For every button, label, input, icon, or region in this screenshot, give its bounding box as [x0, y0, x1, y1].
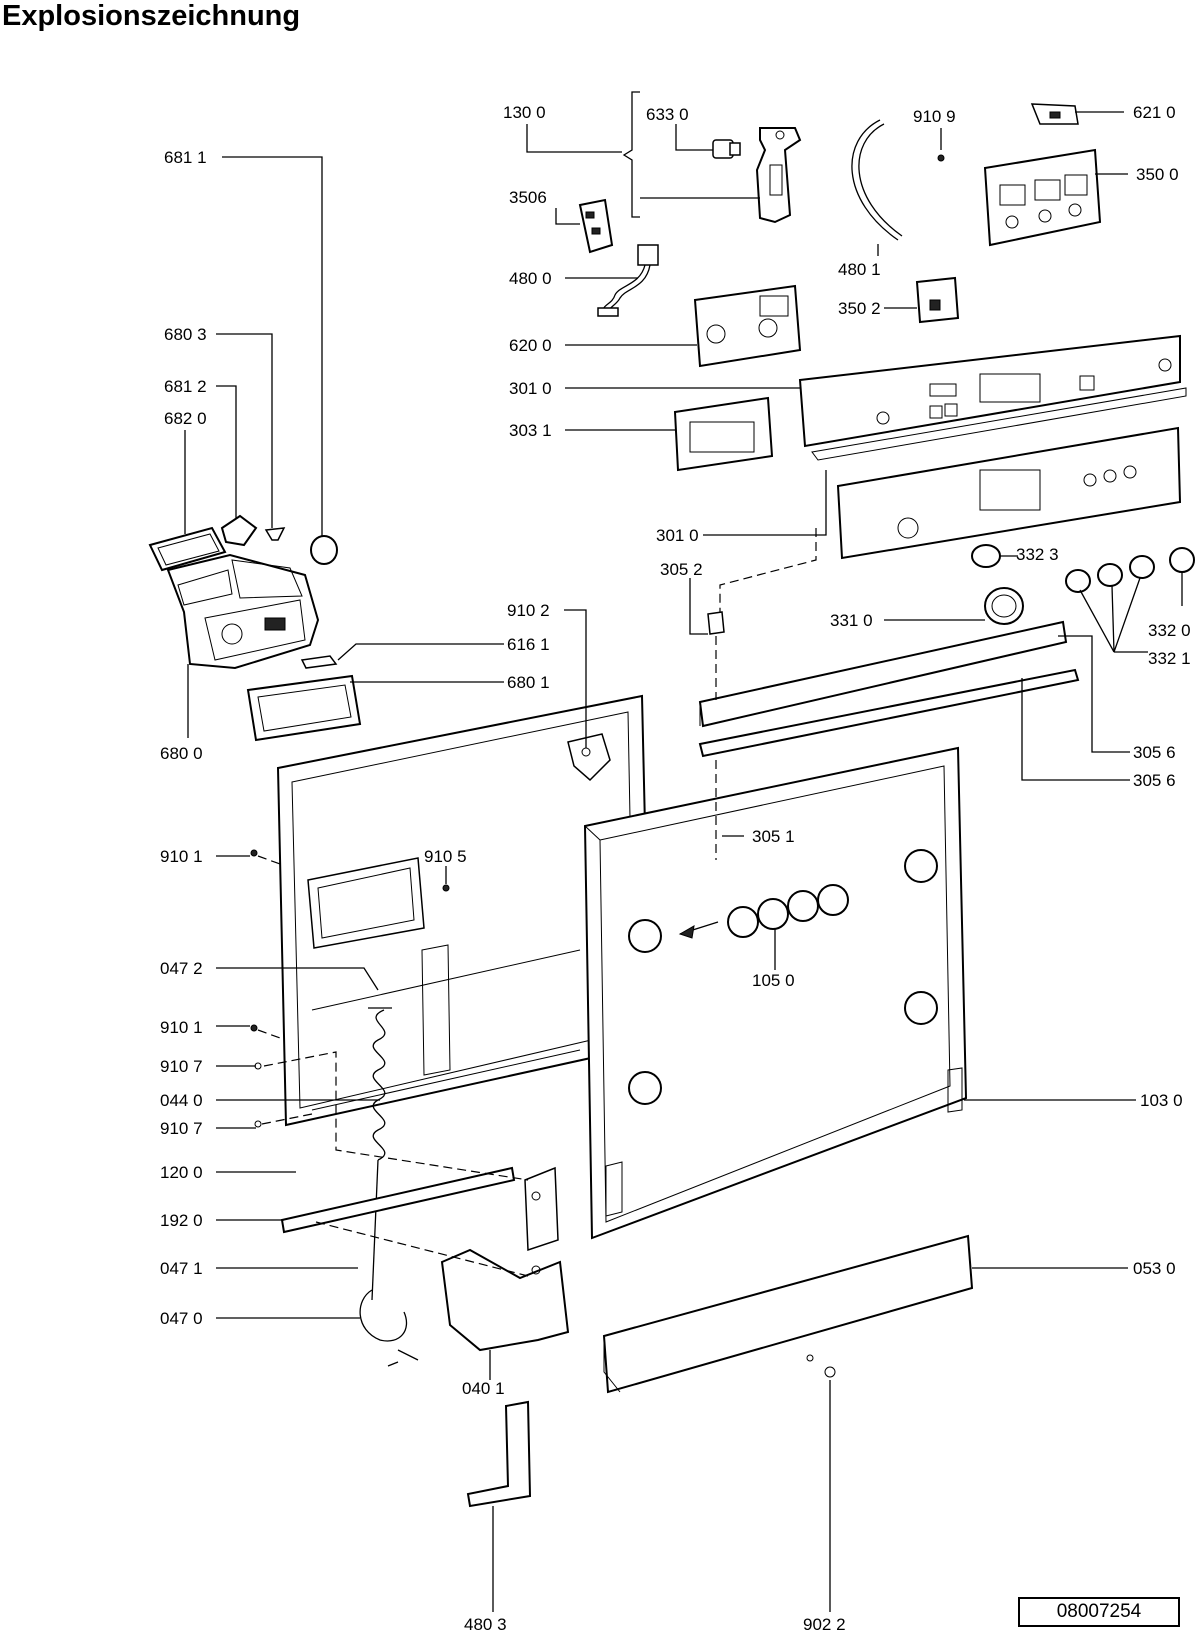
label-6812: 681 2	[164, 377, 207, 396]
label-1300: 130 0	[503, 103, 546, 122]
part-main-knob	[984, 587, 1024, 625]
part-lid-6812	[220, 514, 258, 547]
label-6200: 620 0	[509, 336, 552, 355]
part-cable-connector	[597, 244, 659, 317]
part-main-pcb	[693, 284, 802, 368]
label-9105: 910 5	[424, 847, 467, 866]
label-3052: 305 2	[660, 560, 703, 579]
label-6330: 633 0	[646, 105, 689, 124]
label-3506: 3506	[509, 188, 547, 207]
screws-left	[250, 849, 262, 1128]
part-labels: 130 0 633 0 910 9 621 0 681 1 3506 350 0…	[160, 103, 1191, 1632]
label-1920: 192 0	[160, 1211, 203, 1230]
label-0472: 047 2	[160, 959, 203, 978]
label-1200: 120 0	[160, 1163, 203, 1182]
part-control-pcb	[983, 148, 1102, 247]
part-small-part-6161	[300, 655, 338, 669]
label-0401: 040 1	[462, 1379, 505, 1398]
label-9109: 910 9	[913, 107, 956, 126]
part-knob-3323	[971, 544, 1001, 568]
label-3323: 332 3	[1016, 545, 1059, 564]
label-0440: 044 0	[160, 1091, 203, 1110]
part-knobs-3321	[1065, 555, 1155, 593]
label-3031: 303 1	[509, 421, 552, 440]
label-6803: 680 3	[164, 325, 207, 344]
label-3502: 350 2	[838, 299, 881, 318]
part-front-panel-foil	[836, 426, 1182, 560]
label-0530: 053 0	[1133, 1259, 1176, 1278]
label-6811: 681 1	[164, 148, 207, 167]
part-strip-lower	[698, 668, 1080, 758]
label-4801: 480 1	[838, 260, 881, 279]
part-small-board	[1030, 103, 1079, 125]
label-3056a: 305 6	[1133, 743, 1176, 762]
label-6210: 621 0	[1133, 103, 1176, 122]
label-3320: 332 0	[1148, 621, 1191, 640]
label-9022: 902 2	[803, 1615, 846, 1632]
part-bracket-3052	[707, 611, 725, 635]
part-kickplate-0530	[602, 1234, 974, 1394]
label-6801: 680 1	[507, 673, 550, 692]
label-6820: 682 0	[164, 409, 207, 428]
document-number-box: 08007254	[1018, 1597, 1180, 1627]
page-title: Explosionszeichnung	[2, 0, 301, 32]
part-l-bracket-4803	[466, 1400, 532, 1508]
part-cap-6811	[310, 535, 338, 565]
part-hinge-0401	[440, 1166, 570, 1352]
label-3051: 305 1	[752, 827, 795, 846]
part-hinge-bracket-9102	[567, 733, 611, 782]
part-gasket-6801	[246, 674, 362, 742]
part-module-3502	[915, 276, 960, 324]
label-3056b: 305 6	[1133, 771, 1176, 790]
part-switch-clip	[712, 139, 741, 159]
part-cord-0470	[359, 1289, 419, 1367]
label-1030: 103 0	[1140, 1091, 1183, 1110]
label-6161: 616 1	[507, 635, 550, 654]
label-1050: 105 0	[752, 971, 795, 990]
label-3010a: 301 0	[509, 379, 552, 398]
label-3321: 332 1	[1148, 649, 1191, 668]
label-6800: 680 0	[160, 744, 203, 763]
label-9102: 910 2	[507, 601, 550, 620]
leader-lines	[184, 91, 1183, 1612]
part-outer-door-103	[583, 746, 968, 1240]
label-4800: 480 0	[509, 269, 552, 288]
part-handle-frame	[673, 396, 774, 472]
part-inner-door-120	[276, 694, 652, 1127]
label-3500: 350 0	[1136, 165, 1179, 184]
part-clip-6803	[264, 527, 286, 541]
part-cap-3320	[1169, 547, 1195, 573]
part-spring-0440	[368, 1007, 392, 1301]
part-microswitch	[578, 198, 614, 254]
part-cable-harness-curved	[851, 119, 903, 241]
label-3310: 331 0	[830, 611, 873, 630]
label-9107a: 910 7	[160, 1057, 203, 1076]
label-9101b: 910 1	[160, 1018, 203, 1037]
label-3010b: 301 0	[656, 526, 699, 545]
label-0470: 047 0	[160, 1309, 203, 1328]
part-rail-1920	[280, 1166, 516, 1234]
part-seal-6820	[148, 526, 227, 572]
part-control-panel-back	[798, 334, 1187, 461]
part-screw-9109	[937, 154, 945, 162]
part-strip-upper	[698, 620, 1068, 728]
label-0471: 047 1	[160, 1259, 203, 1278]
part-door-switch	[755, 127, 802, 224]
label-9101a: 910 1	[160, 847, 203, 866]
label-9107b: 910 7	[160, 1119, 203, 1138]
label-4803: 480 3	[464, 1615, 507, 1632]
part-rollers-1050	[678, 884, 849, 939]
part-dispenser	[166, 553, 320, 670]
